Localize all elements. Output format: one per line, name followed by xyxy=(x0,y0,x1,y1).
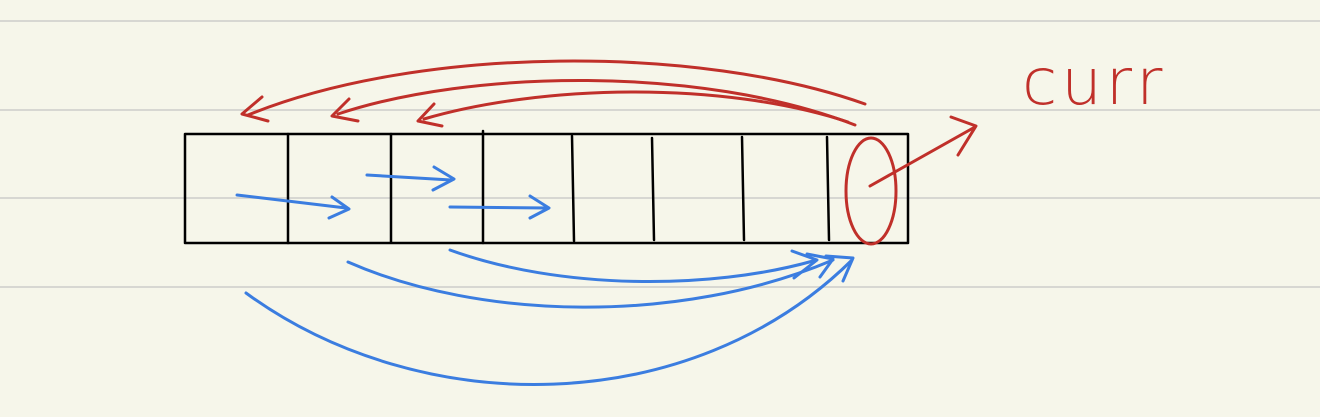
backward-arc-arrow xyxy=(336,79,857,127)
array xyxy=(183,129,910,245)
forward-short-arrow xyxy=(365,173,453,182)
cell-divider xyxy=(570,134,576,243)
forward-arc-arrow xyxy=(448,248,815,284)
arrowhead xyxy=(805,252,835,279)
cell-divider xyxy=(825,135,831,242)
forward-arc-arrow xyxy=(244,258,854,386)
cell-divider xyxy=(740,135,746,242)
backward-arc-arrow xyxy=(246,59,867,117)
ruled-lines xyxy=(0,20,1320,288)
arrowhead xyxy=(528,194,551,220)
arrowhead xyxy=(330,97,360,123)
curr-ellipse xyxy=(844,136,898,246)
curr-pointer: curr xyxy=(844,46,1166,246)
curr-label: curr xyxy=(1022,46,1166,120)
forward-arrows xyxy=(235,165,855,386)
backward-arc-arrow xyxy=(422,90,850,124)
forward-short-arrow xyxy=(235,193,348,210)
arrowhead xyxy=(824,254,855,283)
array-outline xyxy=(183,132,910,245)
forward-short-arrow xyxy=(448,205,550,210)
backward-arrows xyxy=(240,59,867,128)
arrowhead xyxy=(949,115,978,157)
arrowhead xyxy=(240,95,270,123)
forward-arc-arrow xyxy=(346,258,835,309)
arrowhead xyxy=(327,195,351,220)
arrowhead xyxy=(416,102,444,128)
arrowhead xyxy=(431,165,456,192)
cell-divider xyxy=(650,136,656,242)
curr-pointer-arrow xyxy=(868,125,977,188)
